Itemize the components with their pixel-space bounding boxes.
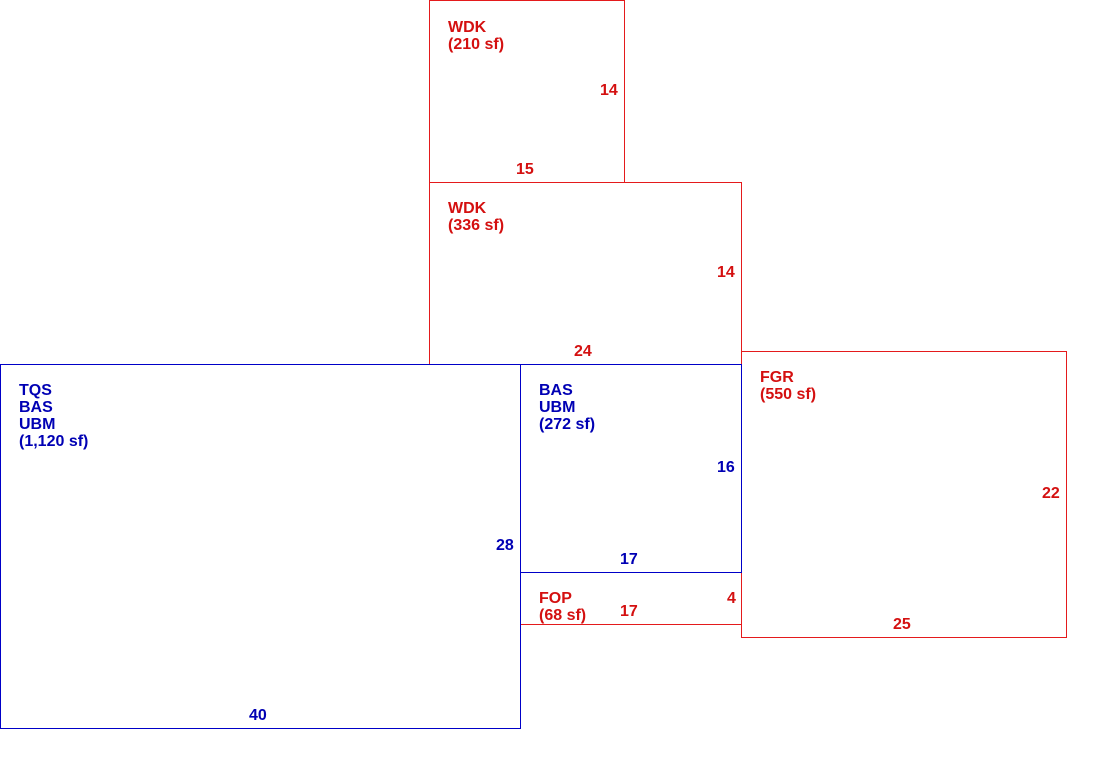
bas-ubm-code-bas: BAS: [539, 382, 573, 399]
main-side-dim: 28: [496, 537, 514, 554]
fop-code: FOP: [539, 590, 572, 607]
wdk-upper-bottom-dim: 15: [516, 161, 534, 178]
fgr-bottom-dim: 25: [893, 616, 911, 633]
fgr-code: FGR: [760, 369, 794, 386]
main-area-sf: (1,120 sf): [19, 433, 89, 450]
wdk-lower-side-dim: 14: [717, 264, 735, 281]
bas-ubm-area: [520, 364, 742, 573]
fop-area-sf: (68 sf): [539, 607, 587, 624]
wdk-lower-bottom-dim: 24: [574, 343, 592, 360]
bas-ubm-side-dim: 16: [717, 459, 735, 476]
bas-ubm-code-ubm: UBM: [539, 399, 576, 416]
fgr-label: FGR (550 sf): [760, 369, 816, 403]
main-code-bas: BAS: [19, 399, 53, 416]
wdk-upper-area-sf: (210 sf): [448, 36, 505, 53]
wdk-lower-label: WDK (336 sf): [448, 200, 504, 234]
main-code-tqs: TQS: [19, 382, 52, 399]
wdk-lower-code: WDK: [448, 200, 487, 217]
main-bottom-dim: 40: [249, 707, 267, 724]
fop-bottom-dim: 17: [620, 603, 638, 620]
fgr-side-dim: 22: [1042, 485, 1060, 502]
main-label: TQS BAS UBM (1,120 sf): [19, 382, 88, 450]
bas-ubm-bottom-dim: 17: [620, 551, 638, 568]
fgr-area-sf: (550 sf): [760, 386, 817, 403]
wdk-upper-code: WDK: [448, 19, 487, 36]
wdk-lower-area-sf: (336 sf): [448, 217, 505, 234]
bas-ubm-area-sf: (272 sf): [539, 416, 596, 433]
fop-side-dim: 4: [727, 590, 736, 607]
wdk-upper-side-dim: 14: [600, 82, 618, 99]
main-code-ubm: UBM: [19, 416, 56, 433]
wdk-upper-label: WDK (210 sf): [448, 19, 504, 53]
fop-label: FOP (68 sf): [539, 590, 586, 624]
bas-ubm-label: BAS UBM (272 sf): [539, 382, 595, 433]
